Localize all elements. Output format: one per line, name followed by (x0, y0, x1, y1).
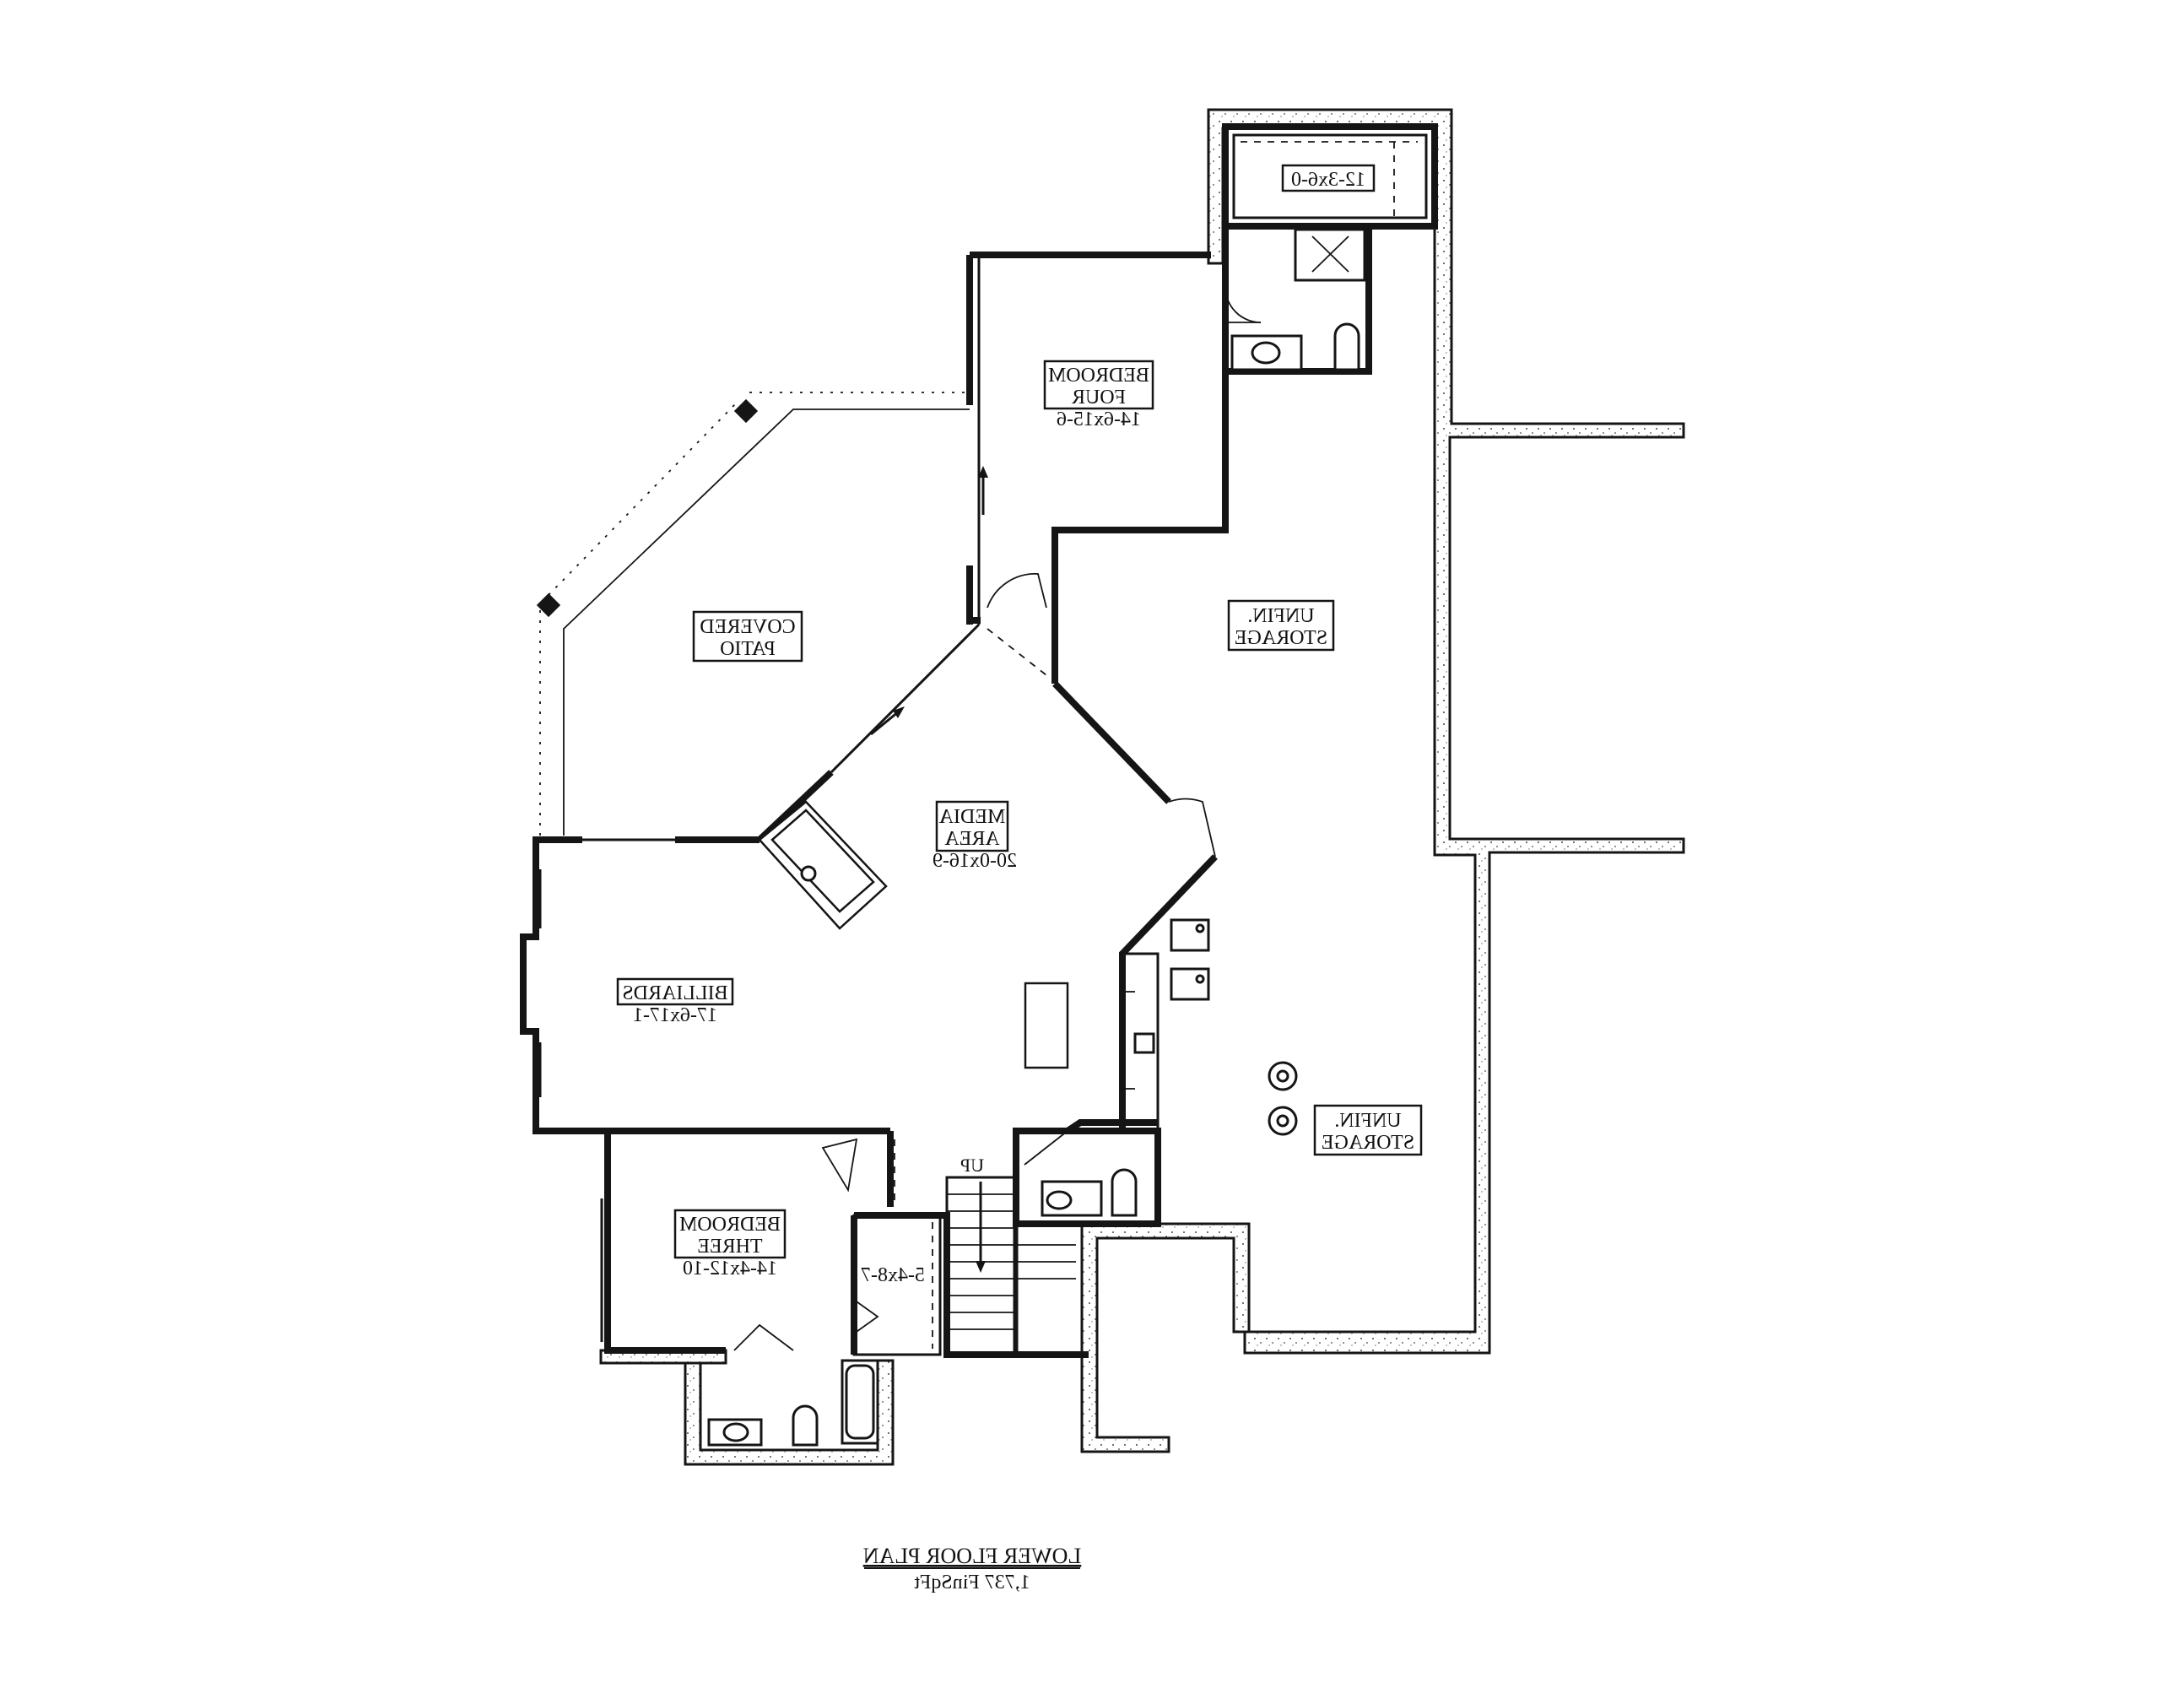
unfin-storage-1-line1: UNFIN. (1247, 605, 1314, 627)
unfin-storage-1-line2: STORAGE (1235, 627, 1327, 649)
unfin-storage-2-line1: UNFIN. (1334, 1110, 1401, 1132)
media-area-dims: 20-0x16-9 (933, 850, 1017, 872)
stair-label: UP (960, 1155, 984, 1176)
unfin-storage-2-line2: STORAGE (1322, 1132, 1414, 1154)
covered-patio-outline (536, 392, 970, 836)
bedroom-four-line1: BEDROOM (1048, 365, 1149, 387)
foundation-wall-south (1080, 1222, 1251, 1453)
room-label-bedroom-three: BEDROOM THREE 14-4x12-10 (673, 1209, 787, 1280)
media-area-line2: AREA (944, 828, 1000, 850)
room-label-media-area: MEDIA AREA 20-0x16-9 (933, 800, 1017, 872)
room-label-billiards: BILLIARDS 17-6x17-1 (616, 977, 734, 1026)
bedroom-four-dims: 14-6x15-6 (1057, 408, 1141, 430)
room-label-covered-patio: COVERED PATIO (692, 610, 803, 663)
billiards-dims: 17-6x17-1 (633, 1004, 717, 1026)
foundation-wall-east (1207, 108, 1685, 1355)
bedroom-four-line2: FOUR (1072, 387, 1126, 408)
plan-caption: LOWER FLOOR PLAN 1,737 FinSqFt (863, 1544, 1082, 1593)
storage-fixtures (707, 322, 1360, 1447)
covered-patio-line1: COVERED (700, 616, 795, 638)
room-label-closet: 5-4x8-7 (861, 1264, 925, 1286)
interior-walls (733, 123, 1438, 1445)
room-label-bedroom-four: BEDROOM FOUR 14-6x15-6 (1043, 360, 1154, 430)
closet-dims: 5-4x8-7 (861, 1264, 925, 1286)
room-label-unfin-storage-1: UNFIN. STORAGE (1227, 599, 1335, 652)
bar-counter (1024, 952, 1160, 1133)
covered-patio-line2: PATIO (720, 638, 776, 660)
bedroom-three-line2: THREE (697, 1236, 762, 1258)
media-area-line1: MEDIA (938, 806, 1005, 828)
bedroom-three-dims: 14-4x12-10 (683, 1258, 777, 1280)
room-12x6-dims: 12-3x6-0 (1291, 169, 1365, 191)
plan-subtitle: 1,737 FinSqFt (914, 1572, 1030, 1593)
room-label-unfin-storage-2: UNFIN. STORAGE (1313, 1104, 1423, 1156)
plan-title: LOWER FLOOR PLAN (863, 1544, 1082, 1568)
fireplace (758, 800, 888, 930)
room-label-12x6: 12-3x6-0 (1281, 164, 1376, 192)
bedroom-three-line1: BEDROOM (679, 1214, 781, 1236)
stair-up-label: UP (960, 1155, 984, 1176)
billiards-line1: BILLIARDS (622, 982, 727, 1004)
